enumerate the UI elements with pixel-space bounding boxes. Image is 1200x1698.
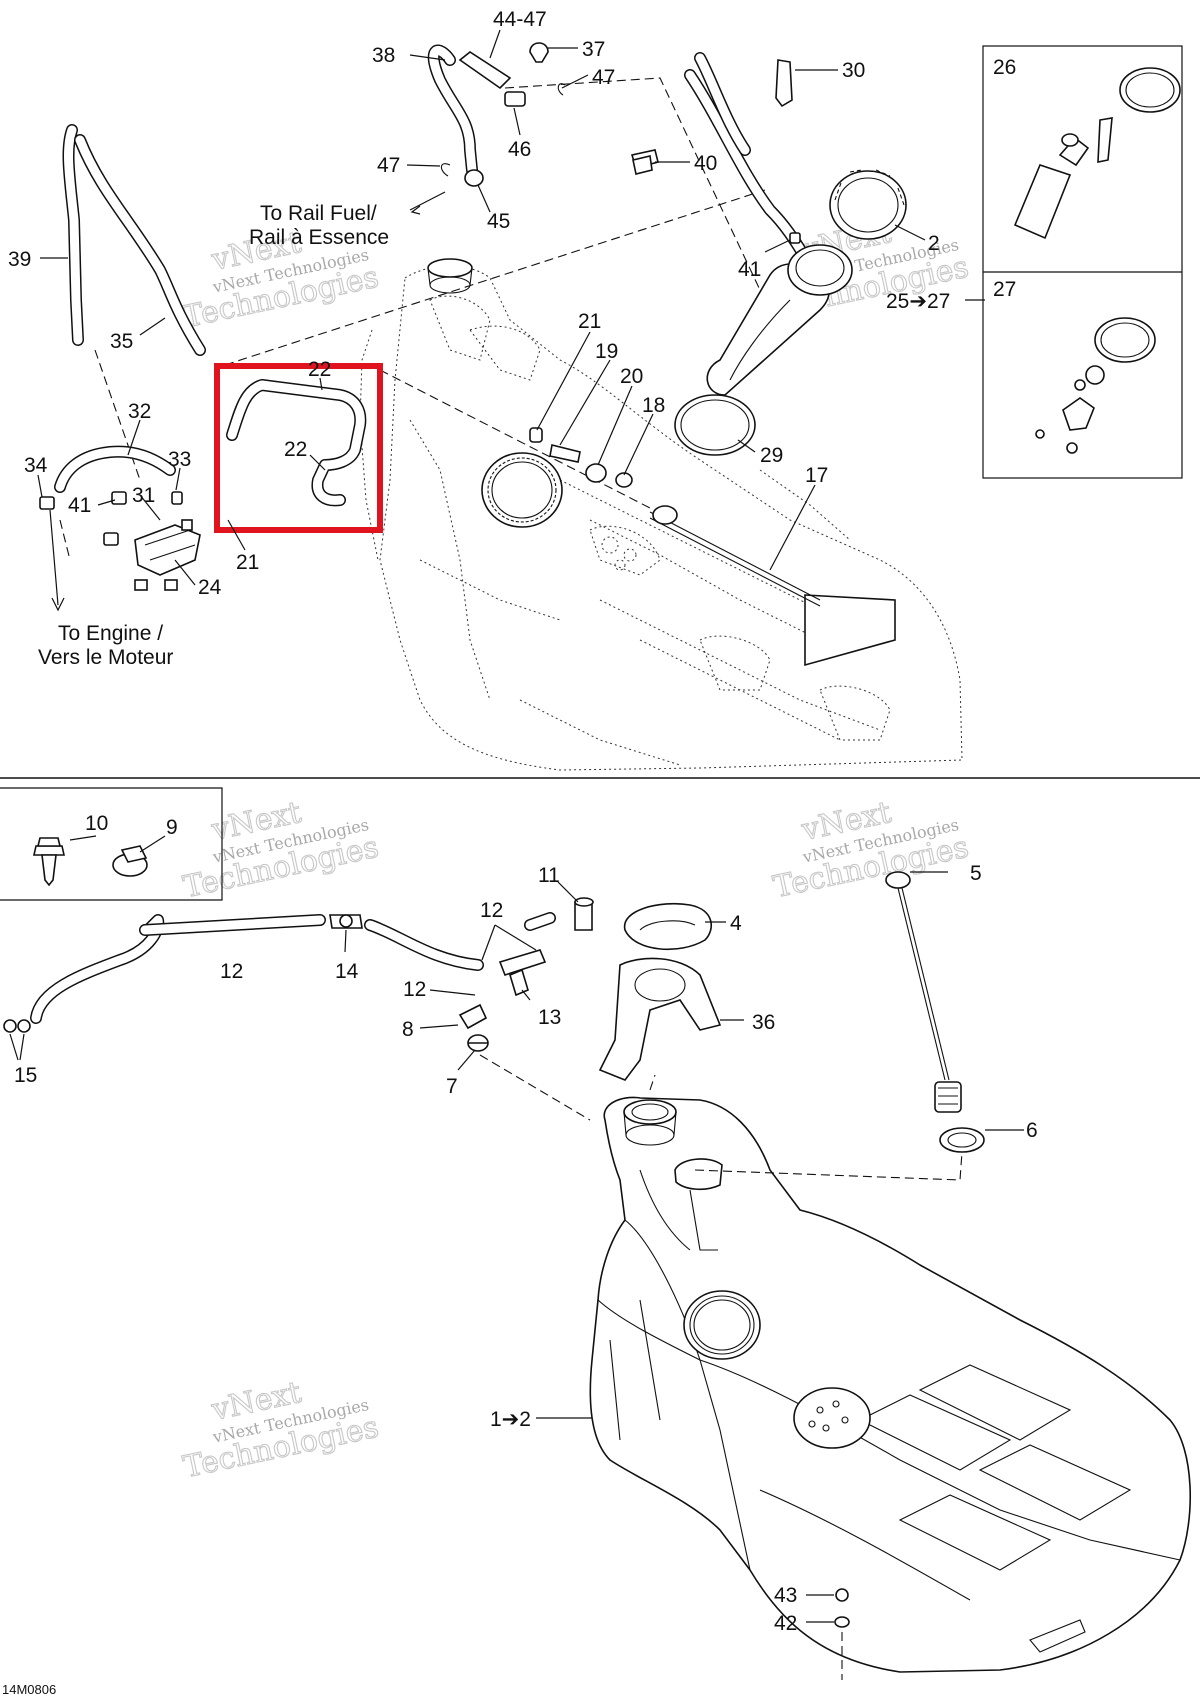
callout-25-27: 25➔27 <box>886 290 950 313</box>
dash-lines-bottom <box>479 1054 963 1680</box>
fittings-7-8 <box>458 1003 489 1052</box>
highlight-box <box>214 363 383 533</box>
filler-neck-top <box>427 258 473 294</box>
callout-26: 26 <box>993 56 1016 79</box>
note-to-rail-fuel: To Rail Fuel/ <box>260 202 377 225</box>
callout-38: 38 <box>372 44 395 67</box>
callout-41b: 41 <box>68 494 91 517</box>
callout-10: 10 <box>85 812 108 835</box>
callout-41a: 41 <box>738 258 761 281</box>
callout-47b: 47 <box>377 154 400 177</box>
callout-35: 35 <box>110 330 133 353</box>
callout-19: 19 <box>595 340 618 363</box>
drawing-code: 14M0806 <box>2 1682 56 1697</box>
note-vers-moteur: Vers le Moteur <box>38 646 173 669</box>
callout-8: 8 <box>402 1018 414 1041</box>
callout-20: 20 <box>620 365 643 388</box>
vent-hose-39-35 <box>62 124 206 356</box>
fuel-cap-4 <box>623 902 713 951</box>
sender-port-bottom <box>793 1387 871 1449</box>
callout-6: 6 <box>1026 1119 1038 1142</box>
callout-4: 4 <box>730 912 742 935</box>
callouts-bottom: 10 9 11 5 12 4 12 14 12 13 36 8 15 7 6 1… <box>14 812 1038 1635</box>
tee-fitting-13 <box>498 949 547 997</box>
watermark-bottom-left: vNext vNext Technologies Technologies <box>180 1375 383 1486</box>
callout-34: 34 <box>24 454 48 477</box>
pressure-regulator-assembly <box>39 445 201 591</box>
watermark-mid-right: vNext vNext Technologies Technologies <box>770 795 973 906</box>
fittings-18-21 <box>529 427 633 488</box>
note-to-engine: To Engine / <box>58 622 163 645</box>
callout-45: 45 <box>487 210 510 233</box>
grommet-6 <box>939 1127 985 1153</box>
hose-22 <box>226 379 367 507</box>
inset-box-10-9 <box>0 787 223 901</box>
callouts-top: 44-47 37 38 47 30 26 46 47 40 45 2 41 39… <box>8 8 1016 599</box>
connector-14 <box>329 914 363 929</box>
callout-21b: 21 <box>236 551 259 574</box>
callout-30: 30 <box>842 59 865 82</box>
bracket-36 <box>598 957 722 1081</box>
watermark-mid-left: vNext vNext Technologies Technologies <box>180 795 383 906</box>
fuel-pump-hose-30 <box>630 52 816 271</box>
callout-43: 43 <box>774 1584 797 1607</box>
gauge-rod-5 <box>885 871 962 1113</box>
callout-18: 18 <box>642 394 665 417</box>
nuts-15 <box>3 1019 31 1033</box>
callout-33: 33 <box>168 448 191 471</box>
fuel-level-sender <box>649 505 896 667</box>
callout-29: 29 <box>760 444 783 467</box>
pump-opening-bottom <box>683 1290 761 1360</box>
small-parts-top <box>632 155 801 244</box>
callout-12b: 12 <box>220 960 243 983</box>
callout-12c: 12 <box>403 978 426 1001</box>
gasket-29 <box>674 394 756 456</box>
callout-27: 27 <box>993 278 1016 301</box>
callout-47a: 47 <box>592 66 615 89</box>
callout-2-top: 2 <box>928 232 940 255</box>
nut-43-washer-42 <box>834 1588 850 1628</box>
callout-7: 7 <box>446 1075 458 1098</box>
fuel-rail-hose-38 <box>427 42 566 187</box>
notes-top: To Rail Fuel/ Rail à Essence To Engine /… <box>38 202 389 669</box>
callout-14: 14 <box>335 960 359 983</box>
callout-40: 40 <box>694 152 717 175</box>
callout-9: 9 <box>166 816 178 839</box>
vent-port-bottom <box>674 1158 723 1251</box>
callout-17: 17 <box>805 464 828 487</box>
callout-1-2: 1➔2 <box>490 1408 531 1431</box>
callout-44-47: 44-47 <box>493 8 547 31</box>
leader-lines-bottom <box>9 835 1024 1623</box>
note-rail-essence: Rail à Essence <box>249 226 389 249</box>
callout-5: 5 <box>970 862 982 885</box>
callout-12a: 12 <box>480 899 503 922</box>
filler-neck-bottom <box>623 1099 677 1146</box>
callout-11: 11 <box>538 864 560 887</box>
pump-opening-ring <box>481 452 563 528</box>
inset-box-26-27 <box>982 45 1183 479</box>
fuel-tank-outline-top <box>359 265 963 771</box>
inset-box-frame <box>982 45 1183 479</box>
callout-36: 36 <box>752 1011 775 1034</box>
valve-11 <box>574 897 594 931</box>
fuel-pump-module <box>706 244 853 396</box>
callout-13: 13 <box>538 1006 561 1029</box>
callout-31: 31 <box>132 484 155 507</box>
callout-22b: 22 <box>284 438 307 461</box>
dash-lines-top <box>59 77 766 561</box>
fuel-tank-main <box>589 1096 1192 1673</box>
callout-24: 24 <box>198 576 222 599</box>
callout-37: 37 <box>582 38 605 61</box>
lock-ring-top <box>829 169 907 240</box>
callout-32: 32 <box>128 400 151 423</box>
callout-21a: 21 <box>578 310 601 333</box>
callout-46: 46 <box>508 138 531 161</box>
callout-39: 39 <box>8 248 31 271</box>
leader-lines-top <box>37 29 985 612</box>
callout-42: 42 <box>774 1612 797 1635</box>
vent-hose-12 <box>30 912 556 1024</box>
callout-15: 15 <box>14 1064 37 1087</box>
callout-22a: 22 <box>308 358 331 381</box>
